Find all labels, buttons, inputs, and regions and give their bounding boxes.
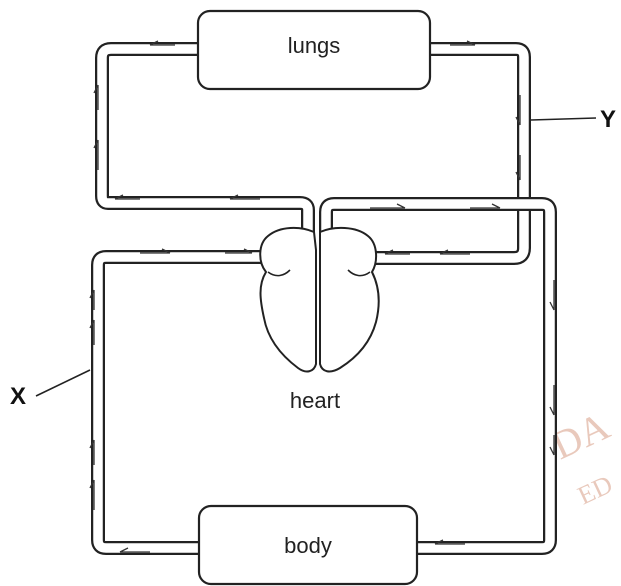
lungs-label: lungs — [288, 33, 341, 58]
label-y-group: Y — [531, 106, 616, 133]
heart-label: heart — [290, 388, 340, 413]
vena-cava-lumen — [98, 257, 262, 548]
body-label: body — [284, 533, 332, 558]
label-x-group: X — [10, 370, 90, 410]
label-y-leader — [531, 118, 596, 120]
heart-left-side — [320, 228, 379, 372]
label-x: X — [10, 383, 26, 410]
heart — [260, 228, 378, 372]
heart-right-side — [260, 228, 316, 372]
body-box: body — [199, 506, 417, 584]
label-x-leader — [36, 370, 90, 396]
watermark-text-2: ED — [573, 470, 617, 511]
label-y: Y — [600, 106, 616, 133]
lungs-box: lungs — [198, 11, 430, 89]
vena-cava — [98, 257, 262, 548]
